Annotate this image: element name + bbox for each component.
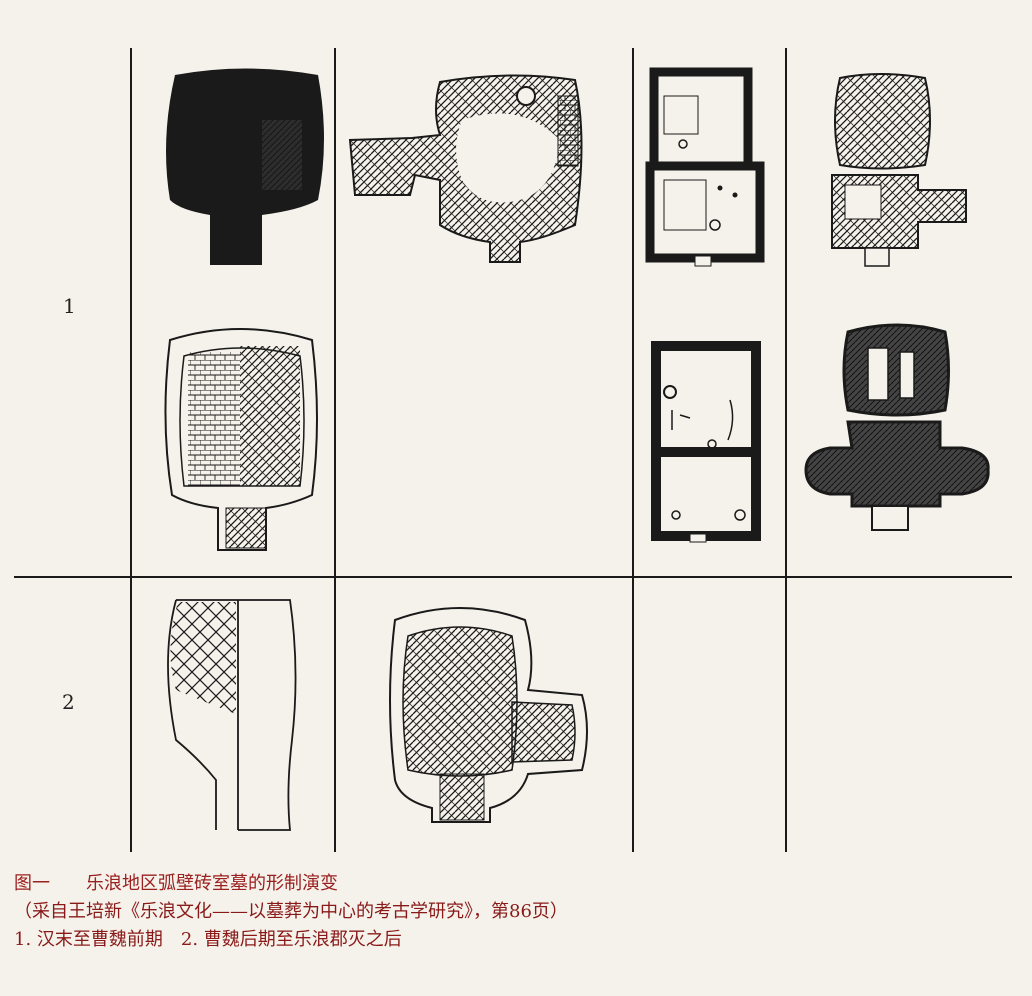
tomb-plan-r1c4-bottom xyxy=(804,323,990,531)
caption-title: 乐浪地区弧壁砖室墓的形制演变 xyxy=(86,873,338,894)
figure-caption: 图一 乐浪地区弧壁砖室墓的形制演变 （采自王培新《乐浪文化——以墓葬为中心的考古学… xyxy=(14,870,1014,954)
row-label-2: 2 xyxy=(62,690,75,714)
table-rules xyxy=(14,48,1012,852)
tomb-plan-r1c3-top xyxy=(645,67,765,267)
tomb-plan-r1c2-top xyxy=(348,74,583,263)
caption-source: （采自王培新《乐浪文化——以墓葬为中心的考古学研究》，第86页） xyxy=(14,901,568,922)
caption-title-line: 图一 乐浪地区弧壁砖室墓的形制演变 xyxy=(14,870,1014,898)
tomb-plan-r1c1-bottom xyxy=(164,328,318,551)
tomb-plan-r1c1-top xyxy=(166,68,324,265)
caption-legend: 1. 汉末至曹魏前期 2. 曹魏后期至乐浪郡灭之后 xyxy=(14,929,402,950)
tomb-plans-figure xyxy=(14,48,1012,852)
tomb-plan-r1c4-top xyxy=(831,73,967,267)
tomb-plan-r2c2 xyxy=(389,607,588,823)
tomb-plan-r1c3-bottom xyxy=(651,341,761,543)
caption-figure-number: 图一 xyxy=(14,873,50,894)
tomb-plan-r2c1 xyxy=(167,599,297,831)
row-label-1: 1 xyxy=(63,294,76,318)
